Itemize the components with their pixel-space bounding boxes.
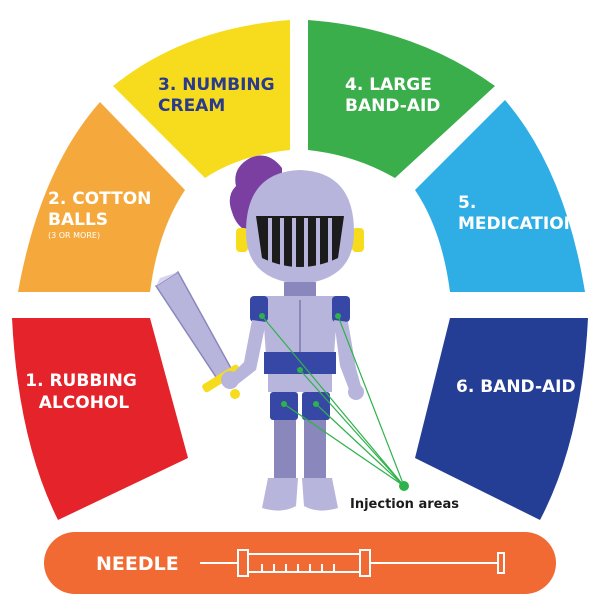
knight-illustration — [154, 155, 364, 511]
label-medication: 5. MEDICATION — [458, 193, 578, 234]
needle-label: NEEDLE — [96, 553, 179, 575]
helmet-ear-right — [352, 228, 364, 252]
arm-right — [334, 320, 362, 392]
segment-rubbing-alcohol — [12, 318, 188, 520]
label-band-aid: 6. BAND-AID — [456, 377, 576, 397]
label-numbing-cream: 3. NUMBING CREAM — [158, 75, 281, 116]
injection-point-right-thigh — [313, 401, 319, 407]
segment-numbing-cream — [113, 20, 290, 178]
injection-point-right-shoulder — [335, 313, 341, 319]
label-large-band-aid-line1: 4. LARGE — [345, 75, 432, 95]
shoulder-right — [332, 296, 350, 322]
label-numbing-cream-line2: CREAM — [158, 96, 225, 116]
injection-points — [259, 313, 409, 491]
shoulder-left — [250, 296, 268, 322]
injection-point-abdomen — [297, 367, 303, 373]
arm-left — [230, 320, 266, 384]
label-rubbing-alcohol-line2: ALCOHOL — [39, 393, 130, 413]
segment-medication — [415, 100, 585, 292]
label-large-band-aid-line2: BAND-AID — [345, 96, 440, 116]
helmet-ear-left — [236, 228, 248, 252]
injection-point-left-thigh — [281, 401, 287, 407]
needle-pill — [44, 532, 556, 594]
injection-area-lines — [261, 315, 405, 487]
injection-areas-label: Injection areas — [350, 497, 459, 512]
injection-hub-dot — [399, 481, 409, 491]
knight-neck — [284, 282, 316, 296]
segment-cotton-balls — [18, 102, 185, 292]
label-cotton-balls-sub: (3 OR MORE) — [48, 231, 100, 240]
label-cotton-balls-line1: 2. COTTON — [48, 189, 151, 209]
leg-left — [274, 420, 296, 480]
sword-pommel — [230, 389, 240, 399]
needle-bar: NEEDLE — [44, 532, 556, 594]
boot-right — [302, 478, 338, 511]
hand-right — [348, 384, 364, 400]
boot-left — [262, 478, 298, 511]
helmet-visor — [256, 216, 344, 267]
label-medication-line2: MEDICATION — [458, 214, 578, 234]
label-rubbing-alcohol-line1: 1. RUBBING — [25, 371, 137, 391]
injection-point-left-shoulder — [259, 313, 265, 319]
knight-helmet — [236, 170, 364, 284]
label-medication-line1: 5. — [458, 193, 476, 213]
segment-large-band-aid — [308, 20, 495, 178]
hand-left — [221, 371, 239, 389]
label-cotton-balls: 2. COTTON BALLS — [48, 189, 157, 230]
label-cotton-balls-line2: BALLS — [48, 210, 108, 230]
knight-belt — [264, 352, 336, 374]
leg-right — [304, 420, 326, 480]
sword-tip — [156, 272, 178, 286]
syringe-icon — [200, 549, 505, 577]
label-numbing-cream-line1: 3. NUMBING — [158, 75, 275, 95]
label-large-band-aid: 4. LARGE BAND-AID — [345, 75, 440, 116]
sword-blade — [154, 270, 233, 382]
segment-band-aid — [415, 318, 588, 520]
supply-wheel — [12, 20, 588, 520]
knight-hips — [268, 374, 332, 392]
visor-bars — [268, 218, 332, 268]
label-rubbing-alcohol: 1. RUBBING ALCOHOL — [25, 371, 142, 413]
